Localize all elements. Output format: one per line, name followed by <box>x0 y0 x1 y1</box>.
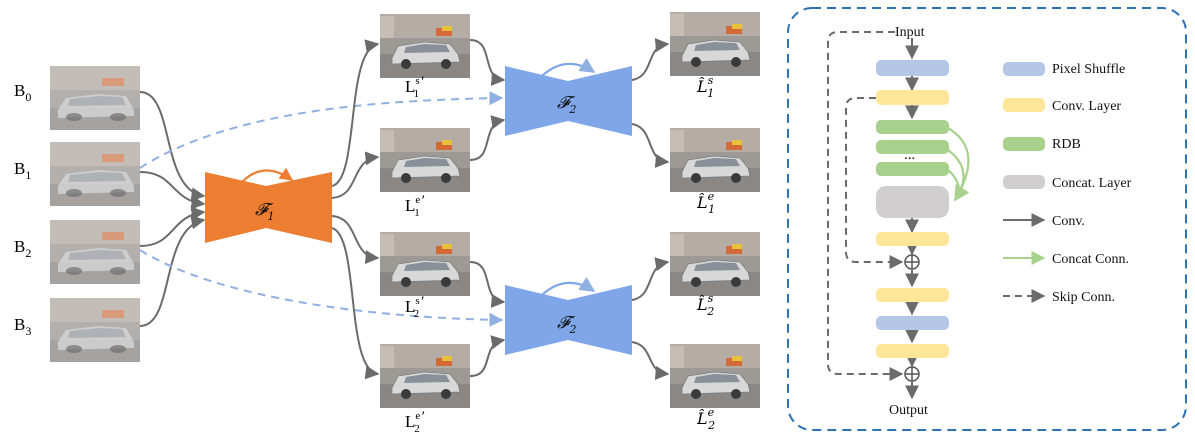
input-label-b1: B1 <box>14 159 31 182</box>
detail-add-node-2 <box>904 366 920 382</box>
network-f2-bottom: 𝓕2 <box>505 277 632 355</box>
detail-rdb-1 <box>876 120 949 134</box>
legend-swatch-conv-layer <box>1003 98 1045 112</box>
output-thumbnail-l2s <box>669 231 761 297</box>
detail-pixel-shuffle-bottom <box>876 316 949 330</box>
output-thumbnail-l2e <box>669 343 761 409</box>
f2-input-connections <box>469 39 506 377</box>
input-connections <box>139 91 206 327</box>
blurry-thumbnail-b3 <box>50 298 140 362</box>
detail-rdb-2 <box>876 140 949 154</box>
detail-pixel-shuffle-top <box>876 60 949 76</box>
detail-conv-layer-4 <box>876 344 949 358</box>
legend-swatch-rdb <box>1003 137 1045 151</box>
intermediate-thumbnail-l2e <box>379 343 471 409</box>
intermediate-thumbnail-l2s <box>379 231 471 297</box>
legend-label-skip-conn: Skip Conn. <box>1052 290 1115 305</box>
detail-output-label: Output <box>889 403 928 418</box>
legend-label-concat-conn: Concat Conn. <box>1052 252 1129 267</box>
detail-rdb-3 <box>876 162 949 176</box>
legend-label-pixel-shuffle: Pixel Shuffle <box>1052 62 1125 77</box>
f1-output-connections <box>331 39 380 380</box>
detail-conv-layer-3 <box>876 288 949 302</box>
legend-swatch-pixel-shuffle <box>1003 62 1045 76</box>
f2-output-connections <box>631 38 670 380</box>
legend-label-rdb: RDB <box>1052 137 1081 152</box>
network-f1: 𝓕1 <box>205 167 332 243</box>
output-thumbnail-l1s <box>669 11 761 77</box>
input-label-b0: B0 <box>14 81 31 104</box>
skip-connections <box>139 91 504 327</box>
detail-ellipsis: ... <box>904 147 915 163</box>
input-label-b3: B3 <box>14 315 31 338</box>
legend-label-conv-layer: Conv. Layer <box>1052 99 1121 114</box>
output-thumbnail-l1e <box>669 127 761 193</box>
detail-concat-connections <box>947 127 970 202</box>
detail-conv-layer-2 <box>876 232 949 246</box>
legend-swatch-concat-layer <box>1003 175 1045 189</box>
blurry-thumbnail-b0 <box>50 66 140 130</box>
detail-skip-connections <box>827 31 904 381</box>
detail-concat-layer <box>876 186 949 218</box>
intermediate-thumbnail-l1s <box>379 13 471 79</box>
detail-input-label: Input <box>895 25 925 40</box>
legend-label-conv: Conv. <box>1052 214 1085 229</box>
legend-label-concat-layer: Concat. Layer <box>1052 176 1132 191</box>
detail-conv-layer-1 <box>876 90 949 105</box>
input-label-b2: B2 <box>14 237 31 260</box>
legend: Pixel Shuffle Conv. Layer RDB Concat. La… <box>1003 62 1132 305</box>
network-detail-panel <box>787 7 1187 431</box>
intermediate-thumbnail-l1e <box>379 127 471 193</box>
network-f2-top: 𝓕2 <box>505 58 632 136</box>
blurry-thumbnail-b1 <box>50 142 140 206</box>
detail-add-node-1 <box>904 254 920 270</box>
blurry-thumbnail-b2 <box>50 220 140 284</box>
